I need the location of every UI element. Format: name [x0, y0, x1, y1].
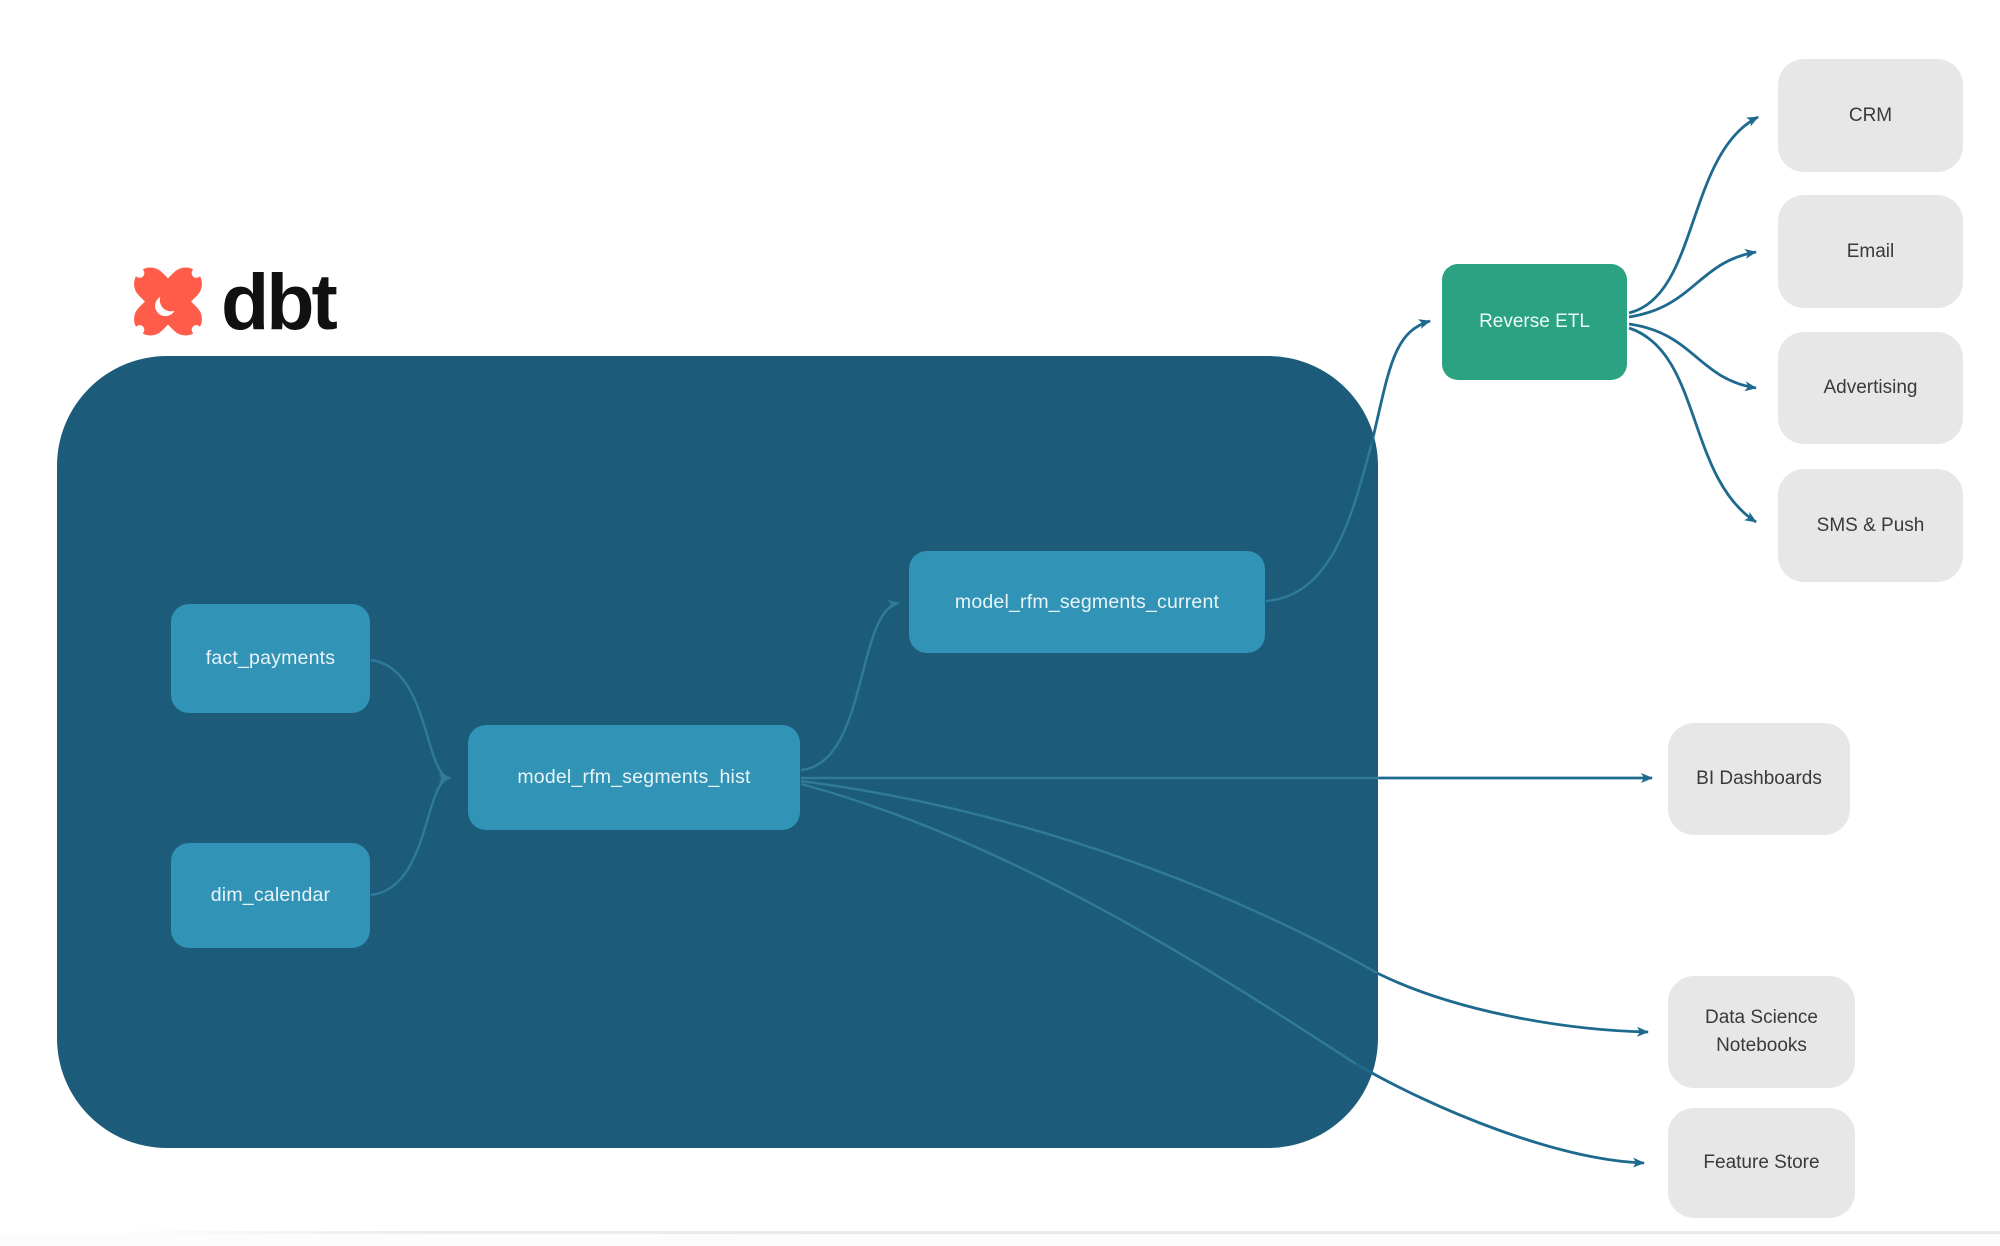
edge-reverse-etl-to-advertising [1628, 322, 1757, 392]
node-dim-calendar: dim_calendar [171, 843, 370, 948]
edge-hist-to-ds-notebooks [1376, 971, 1649, 1037]
dbt-logo-text: dbt [221, 257, 338, 346]
destination-label: Feature Store [1703, 1152, 1820, 1174]
node-model-rfm-segments-hist: model_rfm_segments_hist [468, 725, 800, 830]
edge-reverse-etl-to-sms-push [1628, 326, 1757, 524]
node-reverse-etl: Reverse ETL [1442, 264, 1627, 380]
edge-hist-to-feature-store-inside [800, 782, 1357, 1066]
node-label: fact_payments [205, 647, 336, 669]
edge-fact-payments-to-hist [370, 658, 451, 783]
dbt-logo-icon [134, 267, 202, 336]
edge-current-to-reverse-etl [1369, 319, 1431, 447]
destination-label: Email [1846, 240, 1895, 262]
destination-label: CRM [1848, 104, 1893, 126]
page-bottom-haze [0, 1234, 2000, 1246]
edge-reverse-etl-to-crm [1628, 115, 1759, 315]
node-label: Reverse ETL [1479, 311, 1590, 332]
destination-bi-dashboards: BI Dashboards [1668, 723, 1850, 835]
destination-label: Advertising [1823, 377, 1918, 399]
destination-label: SMS & Push [1816, 514, 1925, 536]
destination-email: Email [1778, 195, 1963, 308]
edge-hist-to-feature-store [1355, 1062, 1645, 1168]
node-label: model_rfm_segments_hist [517, 766, 751, 788]
destination-label: BI Dashboards [1696, 768, 1822, 790]
destination-feature-store: Feature Store [1668, 1108, 1855, 1218]
destination-label: Data Science Notebooks [1704, 1007, 1818, 1056]
edge-dim-calendar-to-hist [370, 773, 451, 897]
node-label: model_rfm_segments_current [954, 590, 1220, 613]
dbt-logo: dbt [125, 257, 338, 346]
destination-advertising: Advertising [1778, 332, 1963, 444]
node-model-rfm-segments-current: model_rfm_segments_current [909, 551, 1265, 653]
destination-data-science-notebooks: Data Science Notebooks [1668, 976, 1855, 1088]
destination-sms-push: SMS & Push [1778, 469, 1963, 582]
edge-hist-to-notebooks-inside [800, 779, 1378, 975]
page-bottom-rule [100, 1231, 2000, 1234]
node-fact-payments: fact_payments [171, 604, 370, 713]
edge-hist-to-current [800, 599, 900, 772]
edge-reverse-etl-to-email [1628, 248, 1757, 319]
node-label: dim_calendar [210, 884, 331, 906]
destination-crm: CRM [1778, 59, 1963, 172]
edge-current-to-reverse-etl-inside [1265, 445, 1373, 603]
